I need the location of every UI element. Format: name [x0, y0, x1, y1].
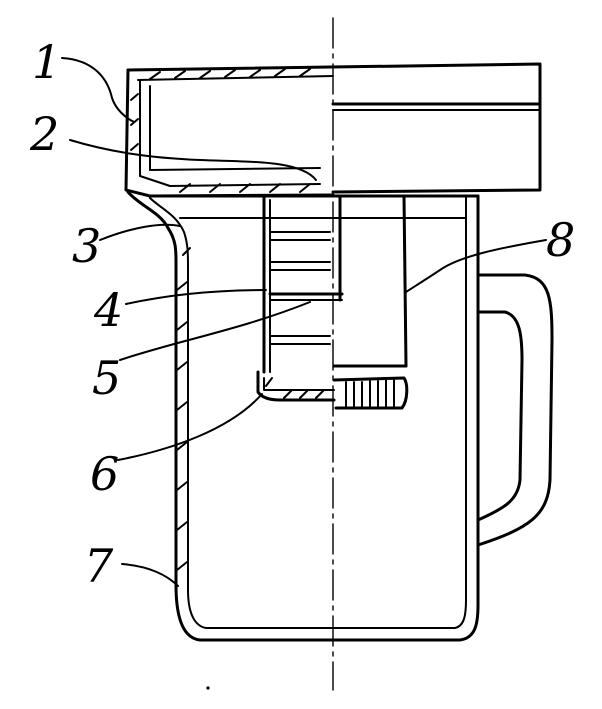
leader-4 [125, 289, 267, 305]
cap-ribs [345, 379, 395, 407]
leader-3 [99, 223, 181, 241]
leader-6 [117, 393, 263, 461]
inner-tube [332, 194, 409, 410]
body-hatch [176, 247, 191, 571]
leader-lines [61, 57, 547, 587]
leader-2 [69, 139, 317, 181]
callout-6: 6 [90, 447, 119, 501]
handle [476, 273, 554, 547]
stray-dot [206, 686, 210, 690]
callout-3: 3 [72, 219, 101, 273]
callout-4: 4 [93, 283, 123, 337]
leader-5 [119, 301, 311, 361]
callout-1: 1 [32, 35, 61, 89]
callout-5: 5 [92, 351, 121, 405]
leader-1 [61, 57, 135, 123]
lid [124, 62, 542, 198]
callout-8: 8 [546, 213, 575, 267]
callout-2: 2 [29, 107, 59, 161]
filter-basket [256, 194, 344, 402]
pot-body [126, 190, 480, 642]
leader-7 [121, 563, 179, 587]
leader-8 [405, 239, 547, 293]
bottom-ring-hatch [265, 377, 325, 399]
callout-labels: 1 2 3 4 5 6 7 8 [29, 35, 575, 593]
callout-7: 7 [84, 539, 114, 593]
lid-hatch [130, 68, 311, 193]
